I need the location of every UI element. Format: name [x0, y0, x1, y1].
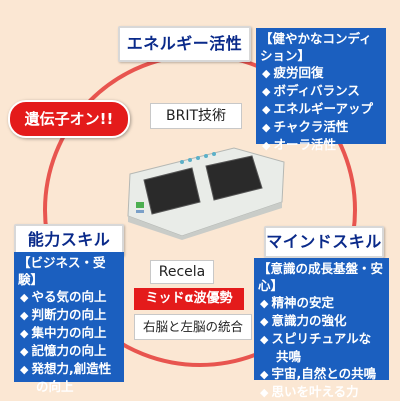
- list-item-continuation: 共鳴: [276, 349, 302, 364]
- diamond-bullet-icon: ◆: [262, 139, 271, 152]
- ability-list: 【ビジネス・受験】 ◆やる気の向上 ◆判断力の向上 ◆集中力の向上 ◆記憶力の向…: [14, 252, 124, 394]
- diamond-bullet-icon: ◆: [260, 297, 269, 310]
- diamond-bullet-icon: ◆: [260, 315, 269, 328]
- diamond-bullet-icon: ◆: [260, 386, 269, 399]
- energy-title: エネルギー活性: [126, 34, 243, 53]
- diamond-bullet-icon: ◆: [262, 103, 271, 116]
- list-item: ◆チャクラ活性: [262, 119, 349, 134]
- list-item: ◆やる気の向上: [20, 289, 107, 304]
- diamond-bullet-icon: ◆: [20, 327, 29, 340]
- list-item: ◆宇宙,自然との共鳴: [260, 366, 377, 381]
- mind-list: 【意識の成長基盤・安心】 ◆精神の安定 ◆意識力の強化 ◆スピリチュアルな 共鳴…: [254, 258, 389, 399]
- diamond-bullet-icon: ◆: [260, 368, 269, 381]
- diamond-bullet-icon: ◆: [260, 333, 269, 346]
- diamond-bullet-icon: ◆: [20, 363, 29, 376]
- list-item: ◆疲労回復: [262, 65, 324, 80]
- mind-list-heading: 【意識の成長基盤・安心】: [258, 261, 384, 293]
- diamond-bullet-icon: ◆: [20, 309, 29, 322]
- list-item: ◆記憶力の向上: [20, 343, 107, 358]
- diamond-bullet-icon: ◆: [262, 67, 271, 80]
- brit-technology-label: BRIT技術: [150, 103, 242, 129]
- list-item: ◆精神の安定: [260, 295, 334, 310]
- list-item: ◆発想力,創造性: [20, 361, 112, 376]
- diamond-bullet-icon: ◆: [20, 291, 29, 304]
- diamond-bullet-icon: ◆: [20, 345, 29, 358]
- ability-title: 能力スキル: [27, 230, 111, 249]
- recela-label: Recela: [150, 260, 214, 284]
- ability-list-heading: 【ビジネス・受験】: [18, 255, 106, 287]
- energy-list: 【健やかなコンディション】 ◆疲労回復 ◆ボディバランス ◆エネルギーアップ ◆…: [256, 28, 386, 152]
- ability-title-box: 能力スキル: [14, 224, 124, 256]
- energy-list-heading: 【健やかなコンディション】: [260, 31, 372, 63]
- list-item: ◆判断力の向上: [20, 307, 107, 322]
- list-item: ◆エネルギーアップ: [262, 101, 373, 116]
- brain-integration-label: 右脳と左脳の統合: [134, 314, 252, 340]
- list-item: ◆意識力の強化: [260, 313, 347, 328]
- diamond-bullet-icon: ◆: [262, 121, 271, 134]
- diamond-bullet-icon: ◆: [262, 85, 271, 98]
- list-item: ◆ボディバランス: [262, 83, 360, 98]
- energy-title-box: エネルギー活性: [118, 26, 251, 62]
- list-item: ◆集中力の向上: [20, 325, 107, 340]
- mind-title-box: マインドスキル: [264, 226, 384, 258]
- list-item: ◆思いを叶える力: [260, 384, 359, 399]
- mind-title: マインドスキル: [266, 232, 382, 251]
- gene-on-badge: 遺伝子オン!!: [8, 100, 130, 138]
- list-item: ◆オーラ活性: [262, 137, 336, 152]
- list-item-continuation: の向上: [36, 379, 74, 394]
- mid-alpha-wave-label: ミッドα波優勢: [134, 288, 244, 310]
- recela-device-icon: [127, 147, 285, 240]
- list-item: ◆スピリチュアルな: [260, 331, 372, 346]
